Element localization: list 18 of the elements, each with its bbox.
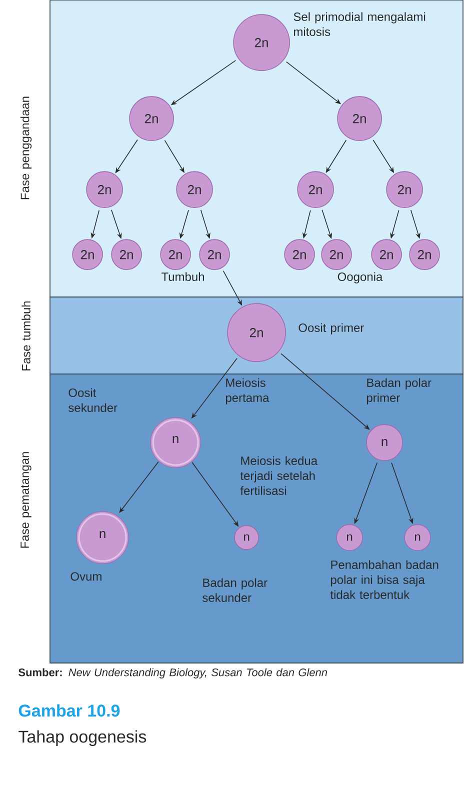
figure-title: Gambar 10.9 <box>18 704 120 717</box>
cell-label: Badan polar primer <box>366 378 432 404</box>
cell-label: Sel primodial mengalami mitosis <box>294 12 426 36</box>
step-label: Meiosis pertama <box>226 378 270 404</box>
node-label: Fase penggandaan <box>20 96 32 200</box>
cell-label: Badan polar sekunder <box>202 578 268 602</box>
cell-label: Tumbuh <box>161 272 204 281</box>
arrow <box>119 462 159 513</box>
node-label: Fase tumbuh <box>22 301 30 370</box>
cell-label: Ovum <box>70 572 102 581</box>
node-label: Fase pematangan <box>20 452 32 548</box>
cell-label: Oosit sekunder <box>68 388 118 412</box>
source-note: Sumber: New Understanding Biology, Susan Toole dan Glenn <box>18 668 328 678</box>
note-text: Penambahan badan polar ini bisa saja tidak terbentuk <box>330 560 438 599</box>
figure-caption: Tahap oogenesis <box>18 730 146 746</box>
cell-label: Oogonia <box>338 272 383 284</box>
cell-label: Oosit primer <box>298 323 364 334</box>
note-text: Meiosis kedua terjadi setelah fertilisasi <box>240 456 318 495</box>
